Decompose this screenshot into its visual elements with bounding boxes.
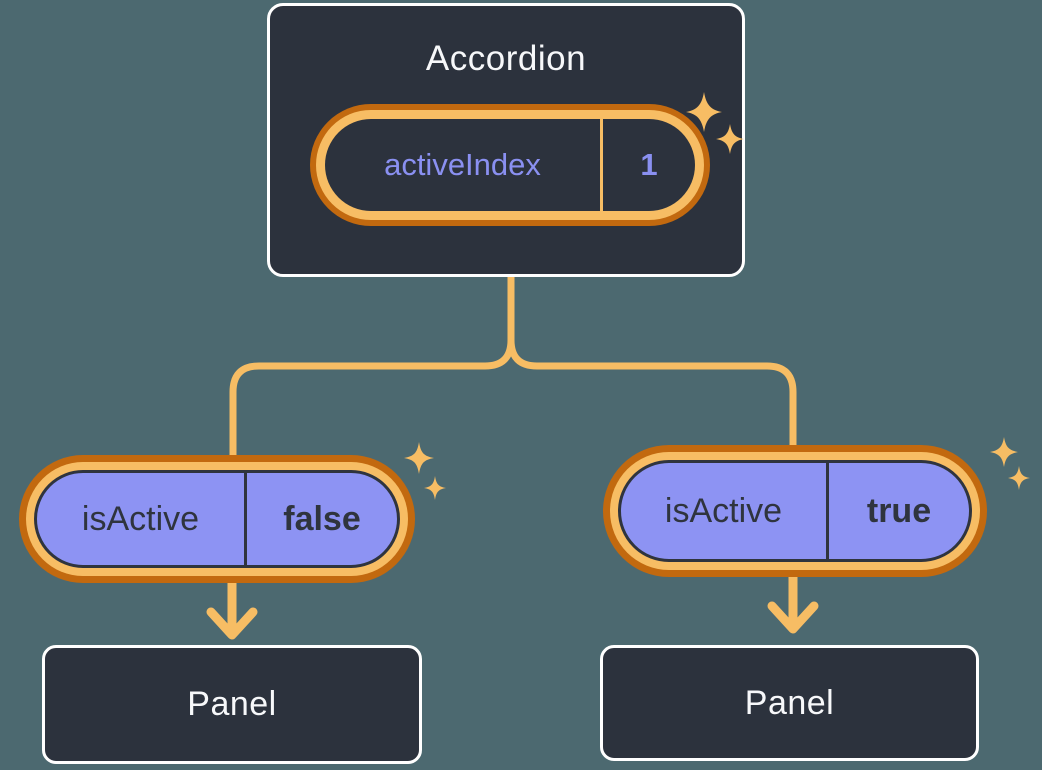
connector-line-right (507, 277, 797, 455)
sparkles-icon (404, 442, 446, 500)
prop-pill-left: isActive false (19, 455, 415, 583)
prop-pill-right: isActive true (603, 445, 987, 577)
panel-title: Panel (744, 683, 835, 722)
state-pill-label: activeIndex (384, 147, 541, 182)
connector-line-left (229, 277, 515, 465)
prop-pill-divider (826, 463, 829, 559)
state-pill-ring: activeIndex 1 (316, 110, 704, 220)
state-pill-value: 1 (640, 147, 658, 182)
prop-pill-ring: isActive true (610, 452, 980, 570)
panel-box-right: Panel (600, 645, 979, 761)
arrow-head (206, 607, 258, 640)
state-pill-core: activeIndex 1 (325, 119, 695, 211)
arrow-down-icon (206, 578, 258, 640)
prop-pill-value: false (283, 499, 361, 538)
sparkles-icon (990, 437, 1030, 490)
state-pill: activeIndex 1 (310, 104, 710, 226)
prop-pill-core: isActive true (618, 460, 972, 562)
state-pill-divider (600, 119, 603, 211)
arrow-down-icon (767, 570, 819, 634)
prop-pill-divider (244, 473, 247, 565)
prop-pill-ring: isActive false (26, 462, 408, 576)
panel-title: Panel (187, 685, 277, 723)
prop-pill-label: isActive (81, 499, 200, 538)
prop-pill-value: true (866, 491, 932, 530)
prop-pill-label: isActive (664, 491, 783, 530)
accordion-title: Accordion (425, 39, 587, 78)
prop-pill-core: isActive false (34, 470, 400, 568)
arrow-head (767, 601, 819, 634)
panel-box-left: Panel (42, 645, 422, 764)
